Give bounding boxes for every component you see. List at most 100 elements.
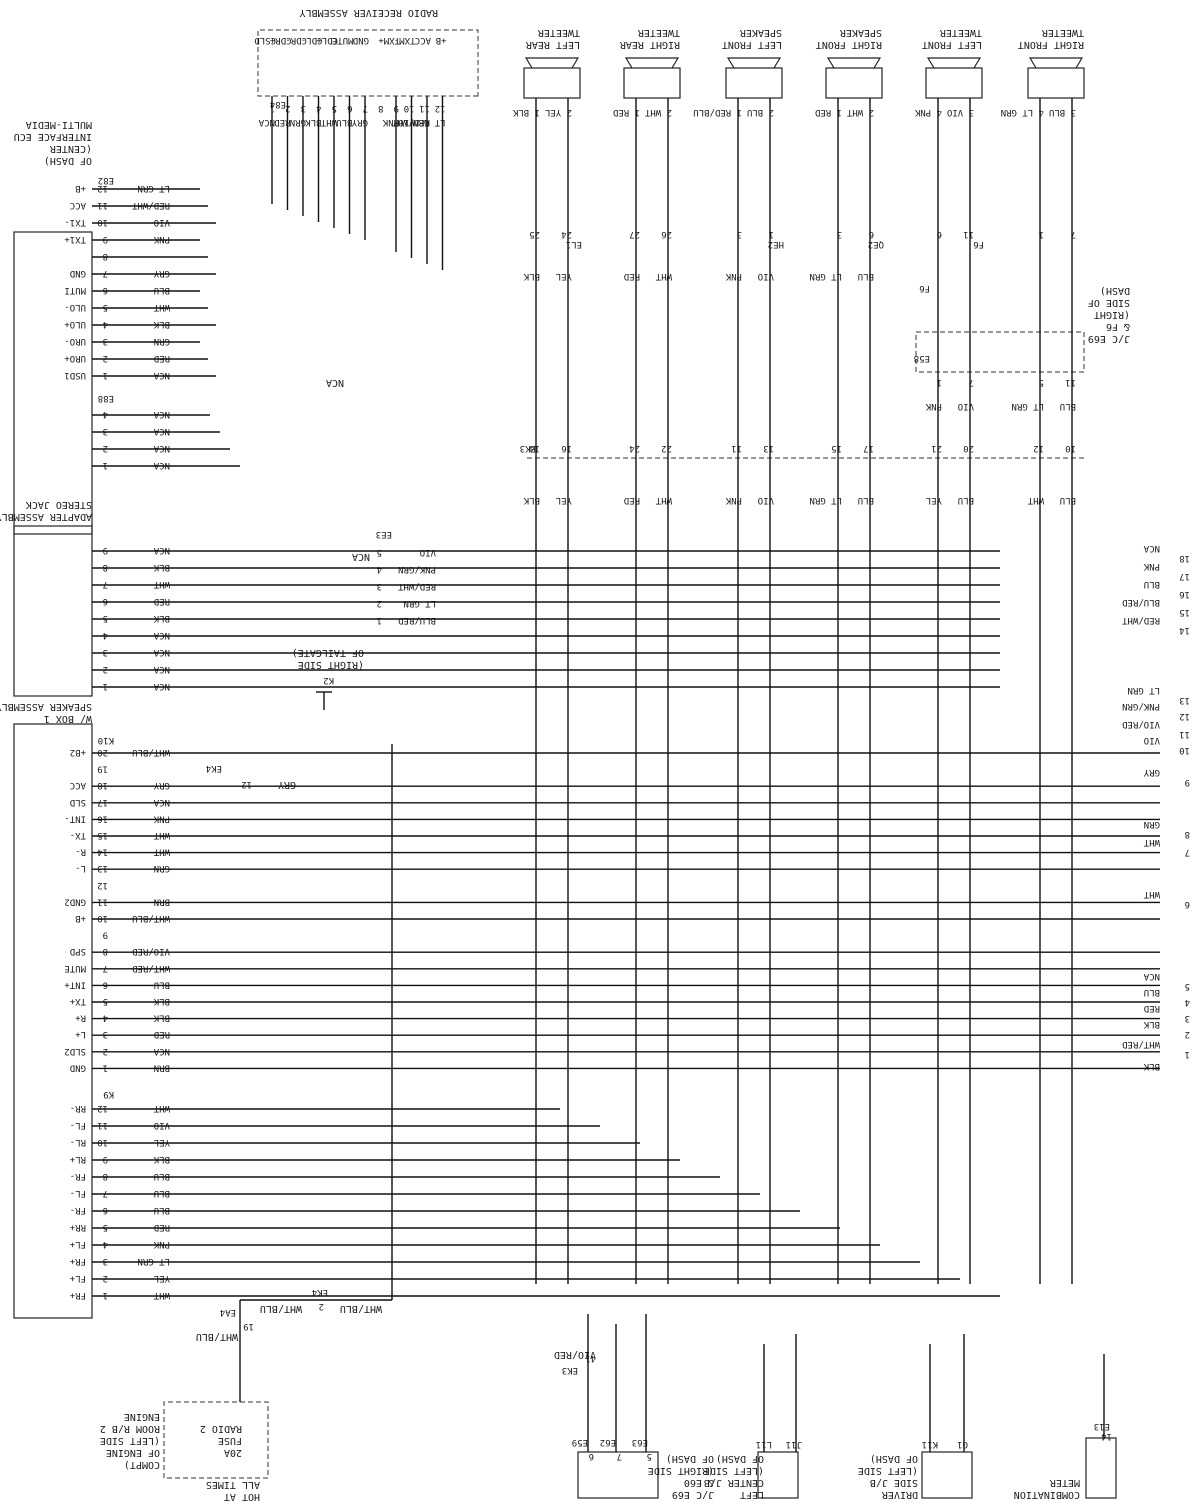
speaker-pin: 2 YEL xyxy=(545,107,572,117)
left-center-pin-j11: J11 xyxy=(786,1439,802,1449)
box-k10-pin-name: TX- xyxy=(70,830,86,840)
speaker-ek3-pin: 17 xyxy=(863,443,874,453)
jc-e69-e63: E63 xyxy=(632,1437,648,1447)
box-k10-pin-name: SLD xyxy=(70,797,86,807)
right-terminal-no: 15 xyxy=(1179,607,1190,617)
speaker-body xyxy=(725,67,783,99)
combination-meter-box xyxy=(1085,1437,1117,1499)
box-k10-pin-color: NCA xyxy=(153,797,170,807)
right-terminal-color: GRN xyxy=(1144,819,1160,829)
jack-pin-color: NCA xyxy=(153,630,170,640)
speaker-conn-pin: 1 xyxy=(1039,229,1044,239)
box-k10-pin-color: WHT xyxy=(153,847,170,857)
box-k9-pin-name: FL+ xyxy=(69,1273,86,1283)
speaker-body xyxy=(825,67,883,99)
box-k10-pin-name: ACC xyxy=(70,780,86,790)
box-k10-pin-color: WHT xyxy=(153,830,170,840)
speaker-conn-pin: 26 xyxy=(661,229,672,239)
mmi-pin-no: 10 xyxy=(97,217,108,227)
right-terminal-no: 13 xyxy=(1179,695,1190,705)
radio-pin-name: CDL+ xyxy=(316,35,338,45)
speaker-box-title-1: SPEAKER ASSEMBLY xyxy=(0,701,92,712)
speaker-ek3-color: WHT xyxy=(655,495,672,505)
speaker-ek3-color: RED xyxy=(624,495,640,505)
speaker-ek3-color: VIO xyxy=(758,495,774,505)
box-k10-pin-name: TX+ xyxy=(69,996,86,1006)
box-k10-pin-no: 16 xyxy=(97,813,108,823)
speaker-conn-pin: 3 xyxy=(837,229,842,239)
speaker-title-line1: SPEAKER xyxy=(839,27,882,38)
speaker-conn: QE2 xyxy=(868,239,884,249)
ground-k2-id: K2 xyxy=(323,675,334,685)
jack-pin-color: NCA xyxy=(153,545,170,555)
jc-e69-pin-7: 7 xyxy=(617,1451,622,1461)
jc-e69-e60-title-4: OF DASH) xyxy=(666,1453,714,1464)
combination-meter-pin: 14 xyxy=(1101,1431,1112,1441)
speaker-e58-color: PNK xyxy=(925,401,942,411)
speaker-title-line1: TWEETER xyxy=(1041,27,1084,38)
speaker-cone xyxy=(926,57,982,69)
mmi-ecu-title-3: (CENTER xyxy=(49,143,92,154)
box-k10-pin-name: R- xyxy=(75,847,86,857)
speaker-conn: F6 xyxy=(973,239,984,249)
box-k9-pin-no: 2 xyxy=(103,1273,108,1283)
mmi-pin-name: +B xyxy=(75,183,86,193)
mmi-pin-color: VIO xyxy=(154,217,170,227)
jack-pin-no: 6 xyxy=(103,596,108,606)
right-terminal-no: 10 xyxy=(1179,745,1190,755)
mmi-pin-name: TX1- xyxy=(64,217,86,227)
box-k9-pin-name: FR+ xyxy=(69,1290,86,1300)
mmi-pin-name: USD1 xyxy=(64,370,86,380)
speaker-conn-pin: 6 xyxy=(937,229,942,239)
mmi-pin-name: ULO- xyxy=(64,302,86,312)
radio-receiver-connector: E84 xyxy=(270,99,286,109)
mmi-pin-no: 8 xyxy=(103,251,108,261)
jc-e69-title-5: DASH) xyxy=(1100,285,1130,296)
fuse-text-2: FUSE xyxy=(218,1435,242,1446)
speaker-body xyxy=(1027,67,1085,99)
wires xyxy=(92,96,1160,1452)
radio-pin-no: 8 xyxy=(378,103,383,113)
combination-meter-title-1: COMBINATION xyxy=(1014,1489,1080,1500)
box-k9-pin-no: 6 xyxy=(103,1205,108,1215)
right-terminal-no: 5 xyxy=(1185,981,1190,991)
speaker-pin: 2 WHT xyxy=(846,107,874,117)
mmi-pin-no: 6 xyxy=(103,285,108,295)
box-k10-pin-color: NCA xyxy=(153,1046,170,1056)
box-k10-pin-no: 1 xyxy=(103,1062,108,1072)
ek4-pin-2: 2 xyxy=(319,1301,324,1311)
radio-pin-no: 10 xyxy=(404,103,415,113)
right-terminal-color: WHT xyxy=(1143,837,1160,847)
hot-at-all-times: HOT AT ALL TIMES RADIO 2 FUSE 20A ENGINE… xyxy=(100,744,393,1502)
speaker-title-line2: LEFT FRONT xyxy=(722,39,782,50)
box-k10-pin-name: MUTE xyxy=(64,963,86,973)
box-k9-pin-no: 10 xyxy=(97,1137,108,1147)
radio-pin-color: BLK xyxy=(305,117,322,127)
radio-pin-name: GND xyxy=(353,35,369,45)
speaker-ek3-pin: 24 xyxy=(629,443,640,453)
box-k10-pin-color: BRN xyxy=(154,896,170,906)
radio-pin-name: TXM+ xyxy=(378,35,400,45)
jc-e69-e59: E59 xyxy=(572,1437,588,1447)
box-k10-pin-no: 20 xyxy=(97,747,108,757)
box-k9-pin-color: BLU xyxy=(154,1188,170,1198)
stereo-jack-title-2: ADAPTER ASSEMBLY xyxy=(0,511,92,522)
box-k10-pin-no: 6 xyxy=(103,979,108,989)
mmi-pin-name: TX1+ xyxy=(64,234,86,244)
speaker-assembly-box1: SPEAKER ASSEMBLY W/ BOX 1 K10 K9 EK4 12 … xyxy=(0,701,296,1319)
fuse-text-3: 20A xyxy=(224,1447,242,1458)
speaker-conn-color: BLK xyxy=(523,271,540,281)
speaker-ek3-pin: 11 xyxy=(731,443,742,453)
mmi-pin-color: BLU xyxy=(154,285,170,295)
mmi-pin-no: 4 xyxy=(103,319,108,329)
fuse-wire-color: WHT/BLU xyxy=(196,1331,238,1342)
speaker-conn: HE2 xyxy=(768,239,784,249)
speaker-conn-color: LT GRN xyxy=(809,271,842,281)
jack-pin-color: NCA xyxy=(153,664,170,674)
fuse-text-1: RADIO 2 xyxy=(200,1423,242,1434)
mmi-pin-color: GRY xyxy=(153,268,170,278)
mmi-pin-name: ACC xyxy=(70,200,86,210)
speaker-title-line1: TWEETER xyxy=(637,27,680,38)
mmi-ecu-conn-e82: E82 xyxy=(98,175,114,185)
